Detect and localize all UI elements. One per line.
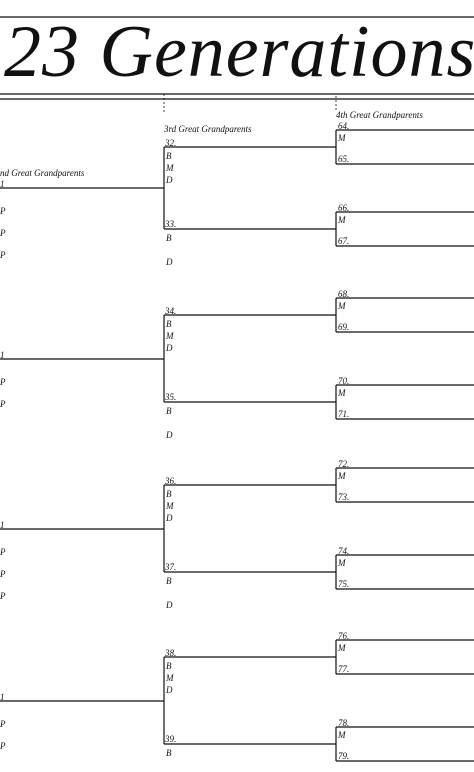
field-p: P xyxy=(0,206,6,216)
field-m: M xyxy=(166,331,174,341)
field-m: M xyxy=(338,558,346,568)
header-2nd-great-grandparents: nd Great Grandparents xyxy=(0,168,85,178)
ancestor-number: 69. xyxy=(338,322,350,332)
ancestor-number: 64. xyxy=(338,121,350,131)
ancestor-number: 73. xyxy=(338,492,350,502)
ancestor-number: 39. xyxy=(165,734,177,744)
ancestor-number: 70. xyxy=(338,376,350,386)
ancestor-number: 38. xyxy=(165,648,177,658)
ancestor-number: 1 xyxy=(0,350,5,360)
ancestor-number: 75. xyxy=(338,579,350,589)
field-d: D xyxy=(166,685,173,695)
ancestor-number: 74. xyxy=(338,546,350,556)
field-p: P xyxy=(0,591,6,601)
ancestor-number: 79. xyxy=(338,751,350,761)
field-d: D xyxy=(166,343,173,353)
field-b: B xyxy=(166,319,172,329)
header-3rd-great-grandparents: 3rd Great Grandparents xyxy=(164,124,252,134)
ancestor-number: 68. xyxy=(338,289,350,299)
ancestor-number: 32. xyxy=(165,138,177,148)
ancestor-number: 33. xyxy=(165,219,177,229)
field-d: D xyxy=(166,430,173,440)
field-p: P xyxy=(0,250,6,260)
ancestor-number: 66. xyxy=(338,203,350,213)
ancestor-number: 1 xyxy=(0,692,5,702)
ancestor-number: 37. xyxy=(165,562,177,572)
ancestor-number: 34. xyxy=(165,306,177,316)
ancestor-number: 1 xyxy=(0,179,5,189)
header-4th-great-grandparents: 4th Great Grandparents xyxy=(336,110,423,120)
field-b: B xyxy=(166,661,172,671)
ancestor-number: 67. xyxy=(338,236,350,246)
field-p: P xyxy=(0,547,6,557)
field-d: D xyxy=(166,600,173,610)
field-m: M xyxy=(338,643,346,653)
ancestor-number: 65. xyxy=(338,154,350,164)
field-b: B xyxy=(166,748,172,758)
field-d: D xyxy=(166,257,173,267)
ancestor-number: 1 xyxy=(0,520,5,530)
ancestor-number: 76. xyxy=(338,631,350,641)
ancestor-number: 78. xyxy=(338,718,350,728)
field-m: M xyxy=(338,215,346,225)
field-b: B xyxy=(166,489,172,499)
field-b: B xyxy=(166,233,172,243)
field-m: M xyxy=(166,501,174,511)
field-m: M xyxy=(338,133,346,143)
field-p: P xyxy=(0,377,6,387)
field-p: P xyxy=(0,741,6,751)
field-p: P xyxy=(0,399,6,409)
ancestor-number: 35. xyxy=(165,392,177,402)
field-m: M xyxy=(166,673,174,683)
field-d: D xyxy=(166,175,173,185)
chart-title: 23 Generations xyxy=(4,12,474,92)
field-m: M xyxy=(338,471,346,481)
field-p: P xyxy=(0,569,6,579)
ancestor-number: 71. xyxy=(338,409,350,419)
ancestor-number: 72. xyxy=(338,459,350,469)
field-m: M xyxy=(338,388,346,398)
field-d: D xyxy=(166,513,173,523)
field-b: B xyxy=(166,406,172,416)
field-b: B xyxy=(166,151,172,161)
field-p: P xyxy=(0,719,6,729)
ancestor-number: 77. xyxy=(338,664,350,674)
field-m: M xyxy=(338,730,346,740)
field-m: M xyxy=(166,163,174,173)
field-b: B xyxy=(166,576,172,586)
ancestor-number: 36. xyxy=(165,476,177,486)
field-p: P xyxy=(0,228,6,238)
field-m: M xyxy=(338,301,346,311)
